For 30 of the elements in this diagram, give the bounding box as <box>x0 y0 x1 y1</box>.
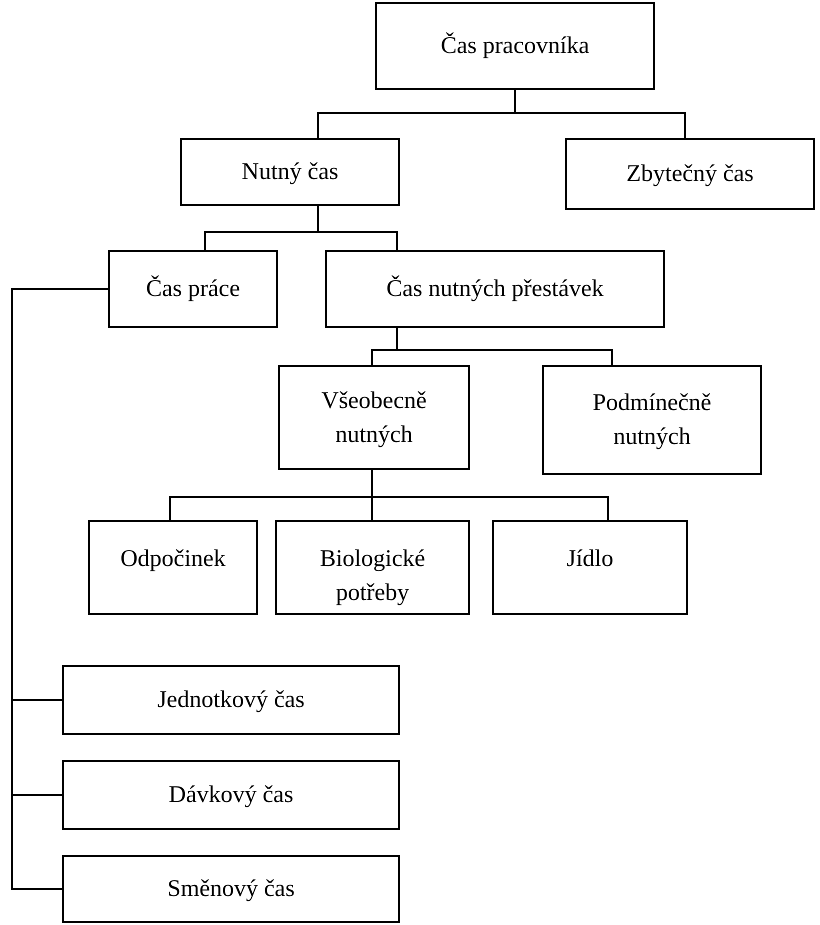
process-box <box>278 365 470 470</box>
process-box <box>325 250 665 328</box>
process-box <box>275 520 470 615</box>
process-box <box>62 665 400 735</box>
box-label: Všeobecně nutných <box>320 386 428 450</box>
connector-line <box>371 470 609 520</box>
box-label: Jídlo <box>566 545 614 574</box>
box-label: Zbytečný čas <box>626 160 754 189</box>
box-label: Jednotkový čas <box>157 686 305 715</box>
box-label: Směnový čas <box>167 875 295 904</box>
process-box <box>88 520 258 615</box>
box-label: Čas nutných přestávek <box>386 274 604 304</box>
process-box <box>565 138 815 210</box>
box-label: Čas práce <box>146 274 240 304</box>
process-box <box>108 250 278 328</box>
box-label: Podmínečně nutných <box>592 389 712 452</box>
connector-line <box>317 206 398 250</box>
process-box <box>180 138 400 206</box>
process-box <box>492 520 688 615</box>
process-box <box>62 855 400 923</box>
connector-line <box>514 90 686 138</box>
process-box <box>375 2 655 90</box>
box-label: Biologické potřeby <box>318 545 426 608</box>
box-label: Čas pracovníka <box>440 31 590 61</box>
box-label: Dávkový čas <box>168 781 294 810</box>
process-box <box>62 760 400 830</box>
box-label: Odpočinek <box>120 545 226 574</box>
process-box <box>542 365 762 475</box>
connector-line <box>396 328 613 365</box>
box-label: Nutný čas <box>242 158 338 187</box>
